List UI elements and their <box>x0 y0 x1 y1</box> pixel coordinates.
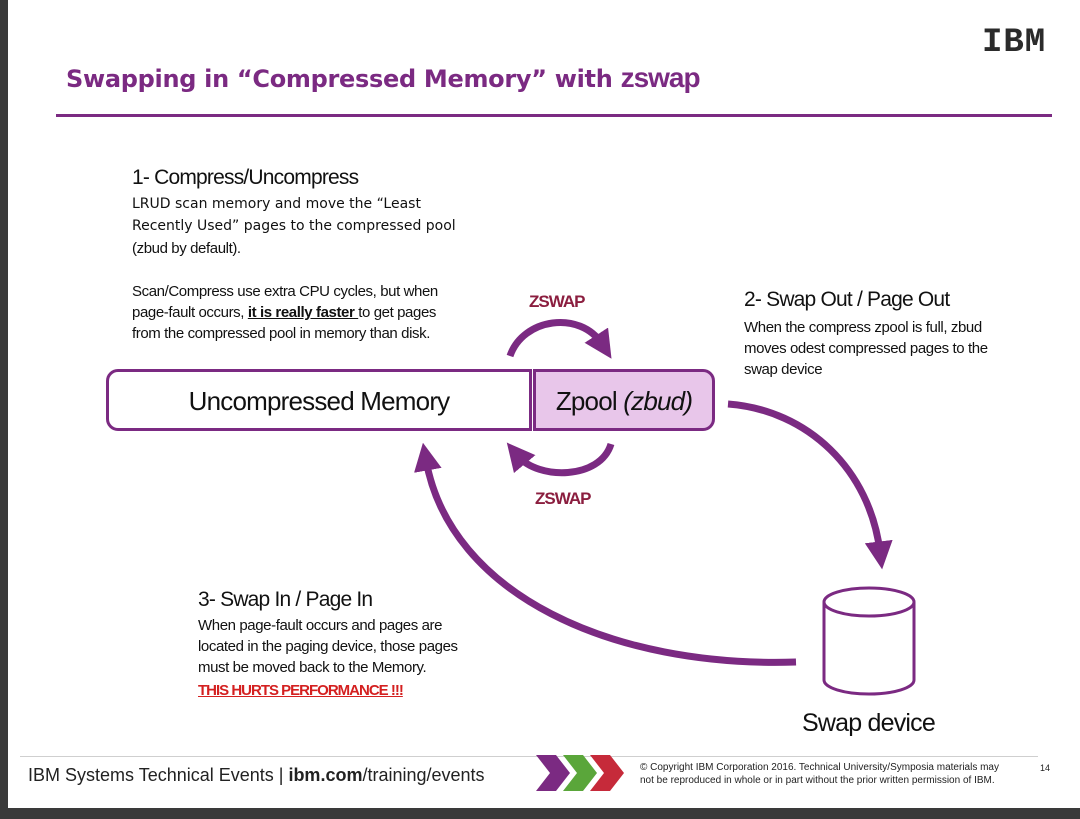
title-divider <box>56 114 1052 117</box>
performance-warning: THIS HURTS PERFORMANCE !!! <box>198 682 404 699</box>
step1-p2-line1: Scan/Compress use extra CPU cycles, but … <box>132 283 438 300</box>
zswap-uncompress-arrow <box>506 442 615 477</box>
step2-line3: swap device <box>744 361 823 378</box>
ibm-logo: IBM <box>982 24 1047 62</box>
step2-line2: moves odest compressed pages to the <box>744 340 988 357</box>
uncompressed-memory-box: Uncompressed Memory <box>106 369 532 431</box>
title-emph: zswap <box>620 62 701 93</box>
step1-p2-line2: page-fault occurs, it is really faster t… <box>132 302 436 323</box>
slide: IBM Swapping in “Compressed Memory” with… <box>8 0 1080 808</box>
footer-event: IBM Systems Technical Events | ibm.com/t… <box>28 765 485 786</box>
step1-line2: Recently Used” pages to the compressed p… <box>132 218 456 234</box>
step2-heading: 2- Swap Out / Page Out <box>744 288 950 311</box>
chevron-logo-icon <box>536 755 624 791</box>
copyright-notice: © Copyright IBM Corporation 2016. Techni… <box>640 761 999 787</box>
step1-heading: 1- Compress/Uncompress <box>132 166 359 189</box>
footer-link-domain: ibm.com <box>288 765 363 785</box>
page-number: 14 <box>1040 763 1051 773</box>
step1-p2-line2-pre: page-fault occurs, <box>132 304 248 321</box>
zpool-label-italic: (zbud) <box>623 386 693 416</box>
copyright-line1: © Copyright IBM Corporation 2016. Techni… <box>640 762 999 773</box>
step3-heading: 3- Swap In / Page In <box>198 588 373 611</box>
step2-line1: When the compress zpool is full, zbud <box>744 319 982 336</box>
footer-divider <box>20 756 1038 757</box>
step3-line3: must be moved back to the Memory. <box>198 659 427 676</box>
step3-line2: located in the paging device, those page… <box>198 638 458 655</box>
zpool-box: Zpool (zbud) <box>533 369 715 431</box>
swap-in-arrow <box>414 442 797 666</box>
footer-event-post: /training/events <box>362 765 485 785</box>
zswap-compress-arrow <box>506 319 612 359</box>
zpool-label-main: Zpool <box>555 386 624 416</box>
slide-title: Swapping in “Compressed Memory” with zsw… <box>66 62 701 94</box>
step1-p2-line2-post: to get pages <box>358 304 436 321</box>
uncompressed-memory-label: Uncompressed Memory <box>188 386 451 416</box>
zpool-label: Zpool (zbud) <box>536 386 712 417</box>
step1-line1: LRUD scan memory and move the “Least <box>132 196 421 212</box>
footer-event-pre: IBM Systems Technical Events | <box>28 765 289 785</box>
title-main: Swapping in “Compressed Memory” with <box>66 65 621 93</box>
step1-p2-line3: from the compressed pool in memory than … <box>132 325 430 342</box>
zswap-label-top: ZSWAP <box>529 292 585 311</box>
step3-line1: When page-fault occurs and pages are <box>198 617 443 634</box>
database-icon <box>822 586 916 696</box>
flow-arrows <box>414 319 916 696</box>
copyright-line2: not be reproduced in whole or in part wi… <box>640 775 995 786</box>
step1-emphasis: it is really faster <box>247 304 359 321</box>
swap-out-arrow <box>727 400 893 570</box>
swap-device-label: Swap device <box>802 709 936 737</box>
zswap-label-bottom: ZSWAP <box>535 489 591 508</box>
step1-line3: (zbud by default). <box>132 240 241 257</box>
